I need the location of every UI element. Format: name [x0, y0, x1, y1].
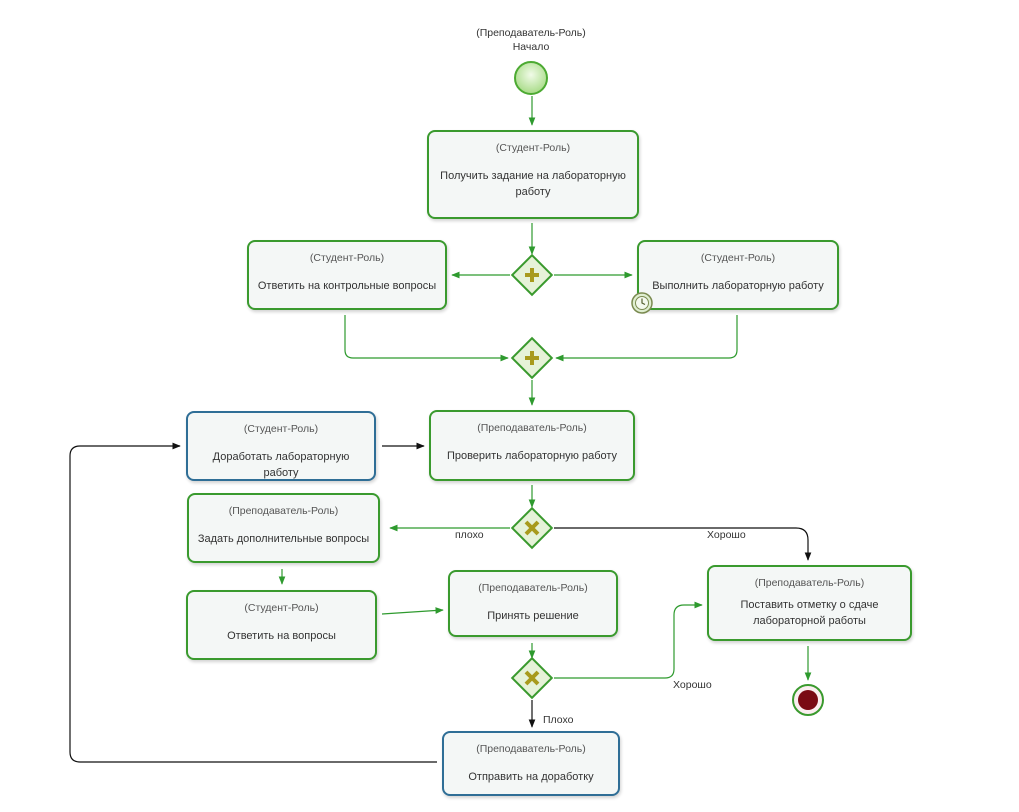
- flow-answer-to-decide[interactable]: [381, 607, 444, 615]
- flow-decision-good[interactable]: [554, 527, 812, 561]
- task-name: Задать дополнительные вопросы: [197, 533, 370, 545]
- flow-label-bad-1: плохо: [455, 529, 484, 541]
- task-get-assignment[interactable]: (Студент-Роль) Получить задание на лабор…: [427, 130, 639, 219]
- flow-label-good-1: Хорошо: [707, 529, 746, 541]
- end-event-core: [798, 690, 818, 710]
- task-role: (Студент-Роль): [700, 252, 776, 264]
- task-set-mark[interactable]: (Преподаватель-Роль) Поставить отметку о…: [707, 565, 912, 641]
- start-event[interactable]: [514, 61, 548, 95]
- task-role: (Преподаватель-Роль): [754, 577, 865, 589]
- start-event-label: Начало: [512, 41, 550, 53]
- parallel-gateway-fork[interactable]: [510, 253, 554, 297]
- task-role: (Преподаватель-Роль): [477, 422, 587, 434]
- task-name: Поставить отметку о сдаче лабораторной р…: [740, 599, 879, 627]
- task-role: (Преподаватель-Роль): [478, 582, 588, 594]
- x-icon: [524, 670, 540, 686]
- flow-answer-control-to-join[interactable]: [344, 315, 509, 362]
- flow-send-back-to-rework[interactable]: [69, 442, 437, 763]
- task-do-lab-work[interactable]: (Студент-Роль) Выполнить лабораторную ра…: [637, 240, 839, 310]
- plus-icon: [525, 268, 539, 282]
- task-answer-control-questions[interactable]: (Студент-Роль) Ответить на контрольные в…: [247, 240, 447, 310]
- flow-label-bad-2: Плохо: [543, 714, 574, 726]
- task-name: Принять решение: [487, 610, 579, 622]
- task-role: (Студент-Роль): [243, 423, 319, 435]
- task-rework-lab[interactable]: (Студент-Роль) Доработать лабораторную р…: [186, 411, 376, 481]
- timer-icon[interactable]: [631, 292, 653, 314]
- x-icon: [524, 520, 540, 536]
- task-answer-questions[interactable]: (Студент-Роль) Ответить на вопросы: [186, 590, 377, 660]
- flow-gateway-good[interactable]: [554, 601, 703, 679]
- task-name: Отправить на доработку: [468, 771, 594, 783]
- task-name: Выполнить лабораторную работу: [652, 280, 824, 292]
- task-role: (Преподаватель-Роль): [228, 505, 339, 517]
- exclusive-gateway-check-result[interactable]: [510, 506, 554, 550]
- task-role: (Студент-Роль): [244, 602, 319, 614]
- plus-icon: [525, 351, 539, 365]
- task-check-lab[interactable]: (Преподаватель-Роль) Проверить лаборатор…: [429, 410, 635, 481]
- task-role: (Преподаватель-Роль): [476, 743, 586, 755]
- task-name: Получить задание на лабораторную работу: [440, 170, 626, 198]
- flow-do-lab-to-join[interactable]: [555, 315, 738, 362]
- task-ask-extra-questions[interactable]: (Преподаватель-Роль) Задать дополнительн…: [187, 493, 380, 563]
- task-name: Доработать лабораторную работу: [212, 451, 350, 479]
- exclusive-gateway-decision[interactable]: [510, 656, 554, 700]
- start-event-role: (Преподаватель-Роль): [476, 27, 586, 39]
- task-make-decision[interactable]: (Преподаватель-Роль) Принять решение: [448, 570, 618, 637]
- task-name: Ответить на вопросы: [227, 630, 336, 642]
- task-name: Проверить лабораторную работу: [446, 450, 618, 462]
- task-name: Ответить на контрольные вопросы: [257, 280, 437, 292]
- flow-label-good-2: Хорошо: [673, 679, 712, 691]
- task-role: (Студент-Роль): [495, 142, 571, 154]
- task-send-for-rework[interactable]: (Преподаватель-Роль) Отправить на дорабо…: [442, 731, 620, 796]
- task-role: (Студент-Роль): [309, 252, 385, 264]
- parallel-gateway-join[interactable]: [510, 336, 554, 380]
